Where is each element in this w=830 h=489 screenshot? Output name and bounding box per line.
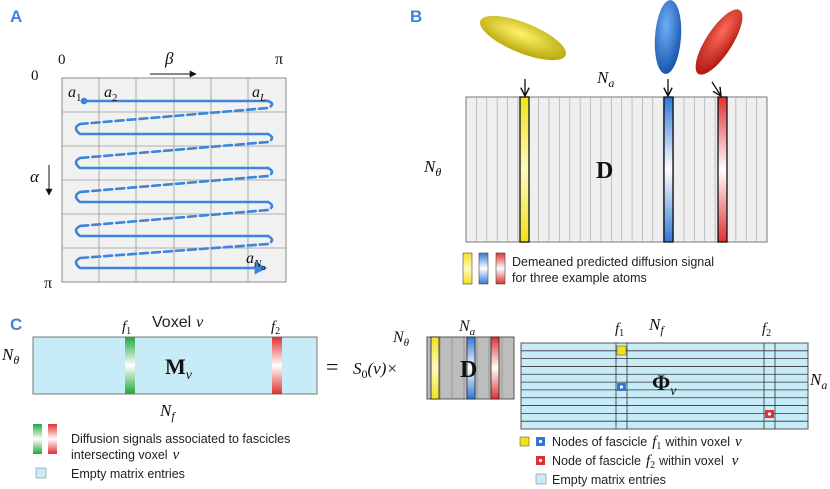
legend-atoms-swatches — [462, 252, 506, 285]
ntheta-label-b: Nθ — [423, 157, 441, 179]
atom-a1-label: a1 — [68, 84, 82, 104]
legend-empty-right: Empty matrix entries — [552, 473, 666, 487]
red-atom-column — [717, 96, 728, 243]
sampling-path — [74, 97, 274, 275]
phi-tensor-slice — [520, 342, 809, 430]
beta-symbol: β — [164, 49, 174, 68]
red-fascicle-ellipsoid — [695, 9, 743, 75]
ntheta-label-m: Nθ — [1, 345, 19, 367]
equals-sign: = — [326, 354, 338, 379]
alpha-symbol: α — [30, 167, 40, 186]
blue-atom-column — [663, 96, 674, 243]
angle-grid — [61, 77, 287, 283]
beta-start-label: 0 — [58, 52, 66, 68]
legend-atoms-line2: for three example atoms — [512, 271, 647, 285]
legend-empty-swatch-left — [35, 467, 47, 479]
legend-empty-left: Empty matrix entries — [71, 467, 185, 481]
panel-c-label: C — [10, 315, 22, 334]
atom-aN-label: aNa — [246, 250, 265, 272]
nf-label-phi: Nf — [648, 315, 665, 337]
matrix-D-small-label: D — [460, 357, 477, 383]
red-fascicle-column — [272, 337, 282, 394]
yellow-atom-column — [519, 96, 530, 243]
na-label-d: Na — [458, 318, 476, 338]
f1-label-m: f1 — [122, 319, 131, 337]
matrix-phi-label: Φv — [652, 370, 677, 399]
voxel-matrix-M — [32, 336, 318, 395]
ntheta-label-d: Nθ — [392, 329, 410, 349]
matrix-M-label: Mv — [165, 354, 193, 383]
small-dictionary-D — [426, 336, 515, 400]
panel-b-label: B — [410, 7, 422, 26]
red-atom-arrow — [711, 81, 721, 96]
legend-atoms-line1: Demeaned predicted diffusion signal — [512, 255, 714, 269]
f2-label-phi: f2 — [762, 321, 771, 339]
atom-a2-label: a2 — [104, 84, 118, 104]
beta-end-label: π — [275, 51, 283, 68]
alpha-start-label: 0 — [31, 68, 39, 84]
legend-fascicle-swatches — [33, 424, 57, 454]
legend-signals-line1: Diffusion signals associated to fascicle… — [71, 432, 290, 446]
legend-empty-swatch-right — [535, 473, 547, 485]
f2-label-m: f2 — [271, 319, 280, 337]
f1-label-phi: f1 — [615, 321, 624, 339]
dictionary-matrix-D — [465, 96, 768, 243]
na-label-phi: Na — [809, 370, 827, 392]
matrix-D-label: D — [596, 158, 613, 184]
green-fascicle-column — [125, 337, 135, 394]
nf-label-m: Nf — [159, 401, 176, 423]
blue-fascicle-ellipsoid — [654, 0, 682, 74]
yellow-fascicle-ellipsoid — [479, 15, 567, 61]
atom-aL-label: aL — [252, 84, 266, 104]
s0-factor: S0(v)× — [353, 359, 398, 381]
legend-yellow-node — [519, 436, 530, 447]
node-f1-yellow — [616, 345, 627, 356]
panel-a-label: A — [10, 7, 22, 26]
na-label-b: Na — [596, 68, 614, 90]
alpha-end-label: π — [44, 275, 52, 292]
